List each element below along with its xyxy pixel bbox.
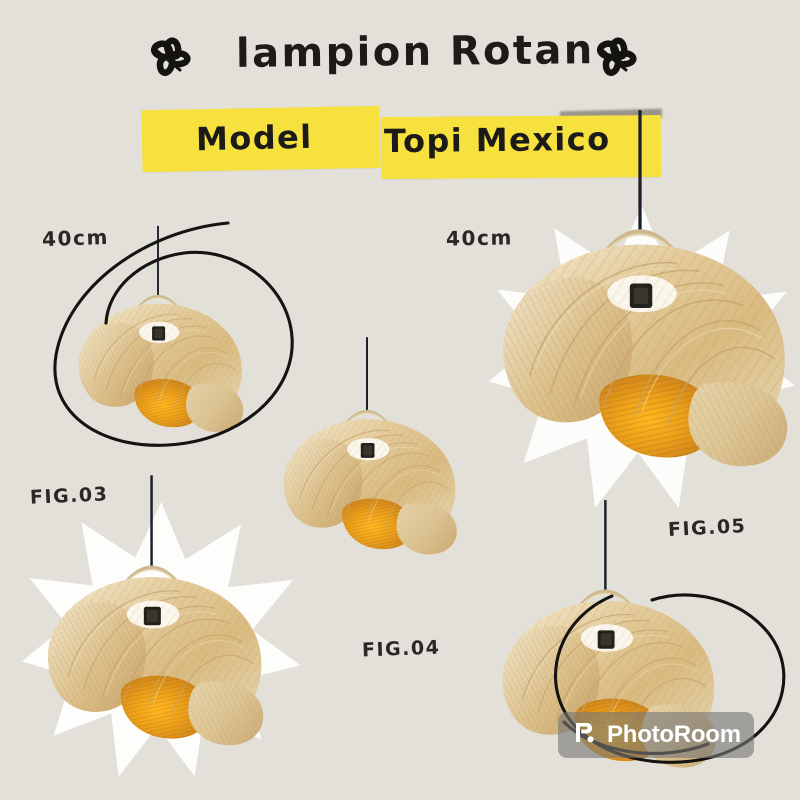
- lamp-bottom-left: [18, 473, 318, 790]
- lamp-top-right: [468, 190, 800, 508]
- fig-label-05: FIG.05: [667, 514, 747, 542]
- fig-label-04: FIG.04: [361, 636, 441, 662]
- photoroom-label: PhotoRoom: [607, 721, 741, 748]
- model-label: Model: [195, 117, 313, 159]
- photoroom-logo-icon: [572, 720, 598, 750]
- circle-doodle-top-left: [53, 221, 294, 447]
- size-label-left: 40cm: [41, 224, 110, 252]
- fig-label-03: FIG.03: [29, 483, 109, 509]
- circle-doodle-bottom-right: [553, 593, 786, 764]
- page-title: lampion Rotan: [235, 27, 595, 77]
- photoroom-watermark: PhotoRoom: [558, 712, 754, 758]
- flower-doodle-icon: [586, 26, 648, 92]
- flower-doodle-icon: [140, 26, 202, 92]
- size-label-right: 40cm: [445, 225, 514, 251]
- model-value: Topi Mexico: [383, 119, 611, 161]
